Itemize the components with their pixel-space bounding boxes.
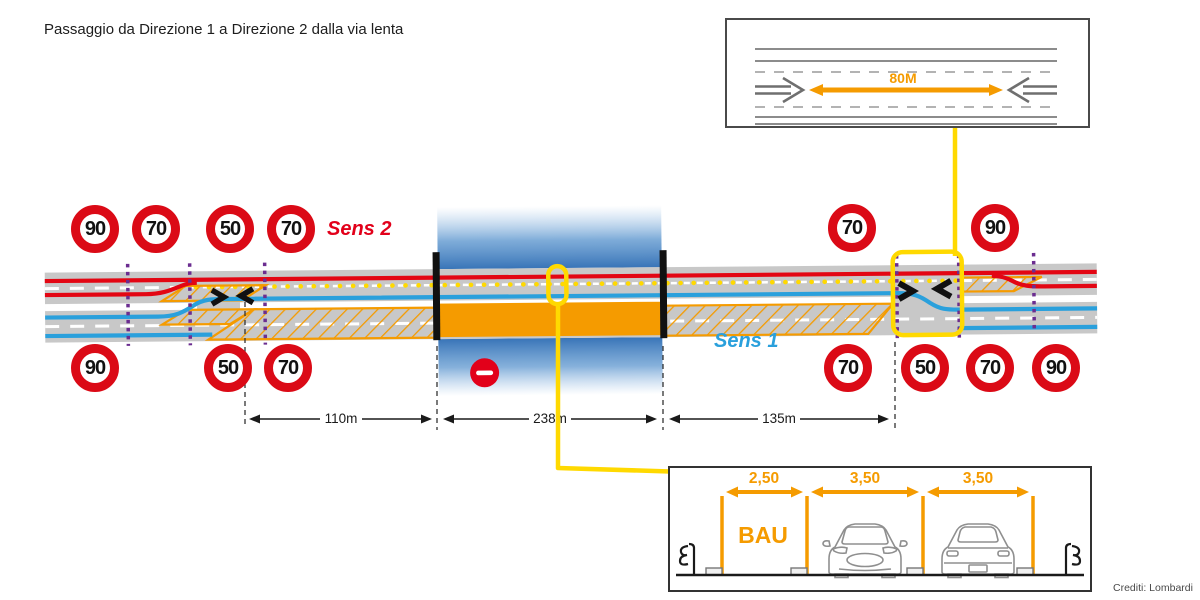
sens1-line-outer-right (958, 324, 1098, 331)
speed-sign-sens2-90: 90 (71, 205, 119, 253)
distance-worksite-label: 238m (533, 411, 567, 426)
purple-marker-1 (125, 263, 131, 346)
speed-sign-value: 70 (145, 217, 167, 240)
speed-sign-value: 50 (217, 356, 239, 379)
sens2-line-inner-left (44, 280, 197, 298)
measure-arrow-approach: 110m (249, 411, 432, 427)
speed-sign-value: 70 (280, 217, 302, 240)
speed-sign-sens1-50b: 50 (901, 344, 949, 392)
speed-sign-sens1-90: 90 (71, 344, 119, 392)
width-label-lane1: 3,50 (850, 470, 880, 487)
width-label-bau: 2,50 (749, 470, 779, 487)
speed-sign-value: 90 (84, 217, 106, 240)
page-title: Passaggio da Direzione 1 a Direzione 2 d… (44, 21, 404, 38)
temporary-marking-studs (193, 278, 961, 290)
gap-distance-label: 80M (889, 70, 916, 86)
speed-sign-value: 90 (1045, 356, 1067, 379)
sens2-label: Sens 2 (327, 218, 392, 240)
chevron-right-icon (210, 287, 230, 307)
inset-gap-detail: 80M (725, 18, 1090, 128)
distance-exit-label: 135m (762, 411, 796, 426)
width-arrow-lane2 (927, 486, 1029, 498)
speed-sign-sens1-70b: 70 (824, 344, 872, 392)
width-arrow-lane1 (811, 486, 919, 498)
chevron-left-icon (930, 278, 953, 300)
temporary-marking-dash (189, 279, 958, 289)
speed-sign-sens2-50: 50 (206, 205, 254, 253)
measure-arrow-exit: 135m (669, 411, 889, 427)
purple-marker-3 (262, 262, 268, 345)
speed-sign-value: 70 (841, 216, 863, 239)
shoulder-label: BAU (738, 522, 788, 548)
no-entry-icon (470, 358, 500, 388)
connector-bottom-inset (555, 302, 671, 474)
measurements: 110m 238m 135m (244, 302, 896, 430)
speed-sign-sens2-70c: 70 (828, 204, 876, 252)
guardrail-left-icon (678, 542, 696, 575)
road-scheme (44, 205, 1098, 397)
purple-marker-2 (187, 263, 193, 346)
speed-sign-value: 90 (984, 216, 1006, 239)
speed-sign-sens1-90b: 90 (1032, 344, 1080, 392)
inset-gap-drawing: 80M (755, 48, 1057, 125)
guardrail-right-icon (1064, 542, 1082, 575)
car-front-icon (822, 523, 908, 579)
speed-sign-value: 90 (84, 356, 106, 379)
sens2-line-inner-right (991, 273, 1097, 289)
cross-section-drawing: 2,50 3,50 3,50 BAU (676, 470, 1084, 579)
speed-sign-sens1-70: 70 (264, 344, 312, 392)
median-gap-right (961, 294, 1098, 304)
speed-sign-value: 50 (219, 217, 241, 240)
measure-arrow-worksite: 238m (443, 411, 657, 427)
speed-sign-sens1-70c: 70 (966, 344, 1014, 392)
flow-arrow-left-icon (1006, 76, 1057, 104)
car-rear-icon (941, 523, 1015, 579)
purple-marker-5 (956, 254, 962, 338)
speed-sign-value: 50 (914, 356, 936, 379)
purple-marker-6 (1031, 252, 1037, 333)
chevron-right-icon (897, 280, 919, 302)
inset-cross-section: 2,50 3,50 3,50 BAU (668, 466, 1092, 592)
worksite-cloud-top (437, 205, 662, 270)
highlight-box-crossover (890, 249, 965, 338)
speed-sign-sens2-70b: 70 (267, 205, 315, 253)
purple-marker-4 (894, 255, 900, 339)
inset-connectors (555, 127, 958, 474)
median-gap-left (44, 302, 198, 312)
chevron-left-icon (235, 286, 255, 306)
gap-distance-arrow (809, 84, 1003, 96)
speed-sign-sens1-50: 50 (204, 344, 252, 392)
sens1-label: Sens 1 (714, 330, 779, 352)
flow-arrow-right-icon (755, 76, 806, 104)
barrier-right (659, 250, 668, 339)
sens1-line-outer-left (45, 332, 213, 339)
sens1-crossover-line (45, 291, 1098, 320)
sens2-line-outer (44, 269, 1097, 284)
speed-sign-sens2-70: 70 (132, 205, 180, 253)
speed-sign-value: 70 (837, 356, 859, 379)
credits-label: Crediti: Lombardi (1113, 582, 1193, 594)
work-area (437, 301, 664, 338)
width-arrow-bau (726, 486, 803, 498)
distance-approach-label: 110m (325, 411, 358, 426)
speed-sign-value: 70 (277, 356, 299, 379)
speed-sign-sens2-90b: 90 (971, 204, 1019, 252)
width-label-lane2: 3,50 (963, 470, 993, 487)
speed-sign-value: 70 (979, 356, 1001, 379)
barrier-left (432, 252, 441, 341)
